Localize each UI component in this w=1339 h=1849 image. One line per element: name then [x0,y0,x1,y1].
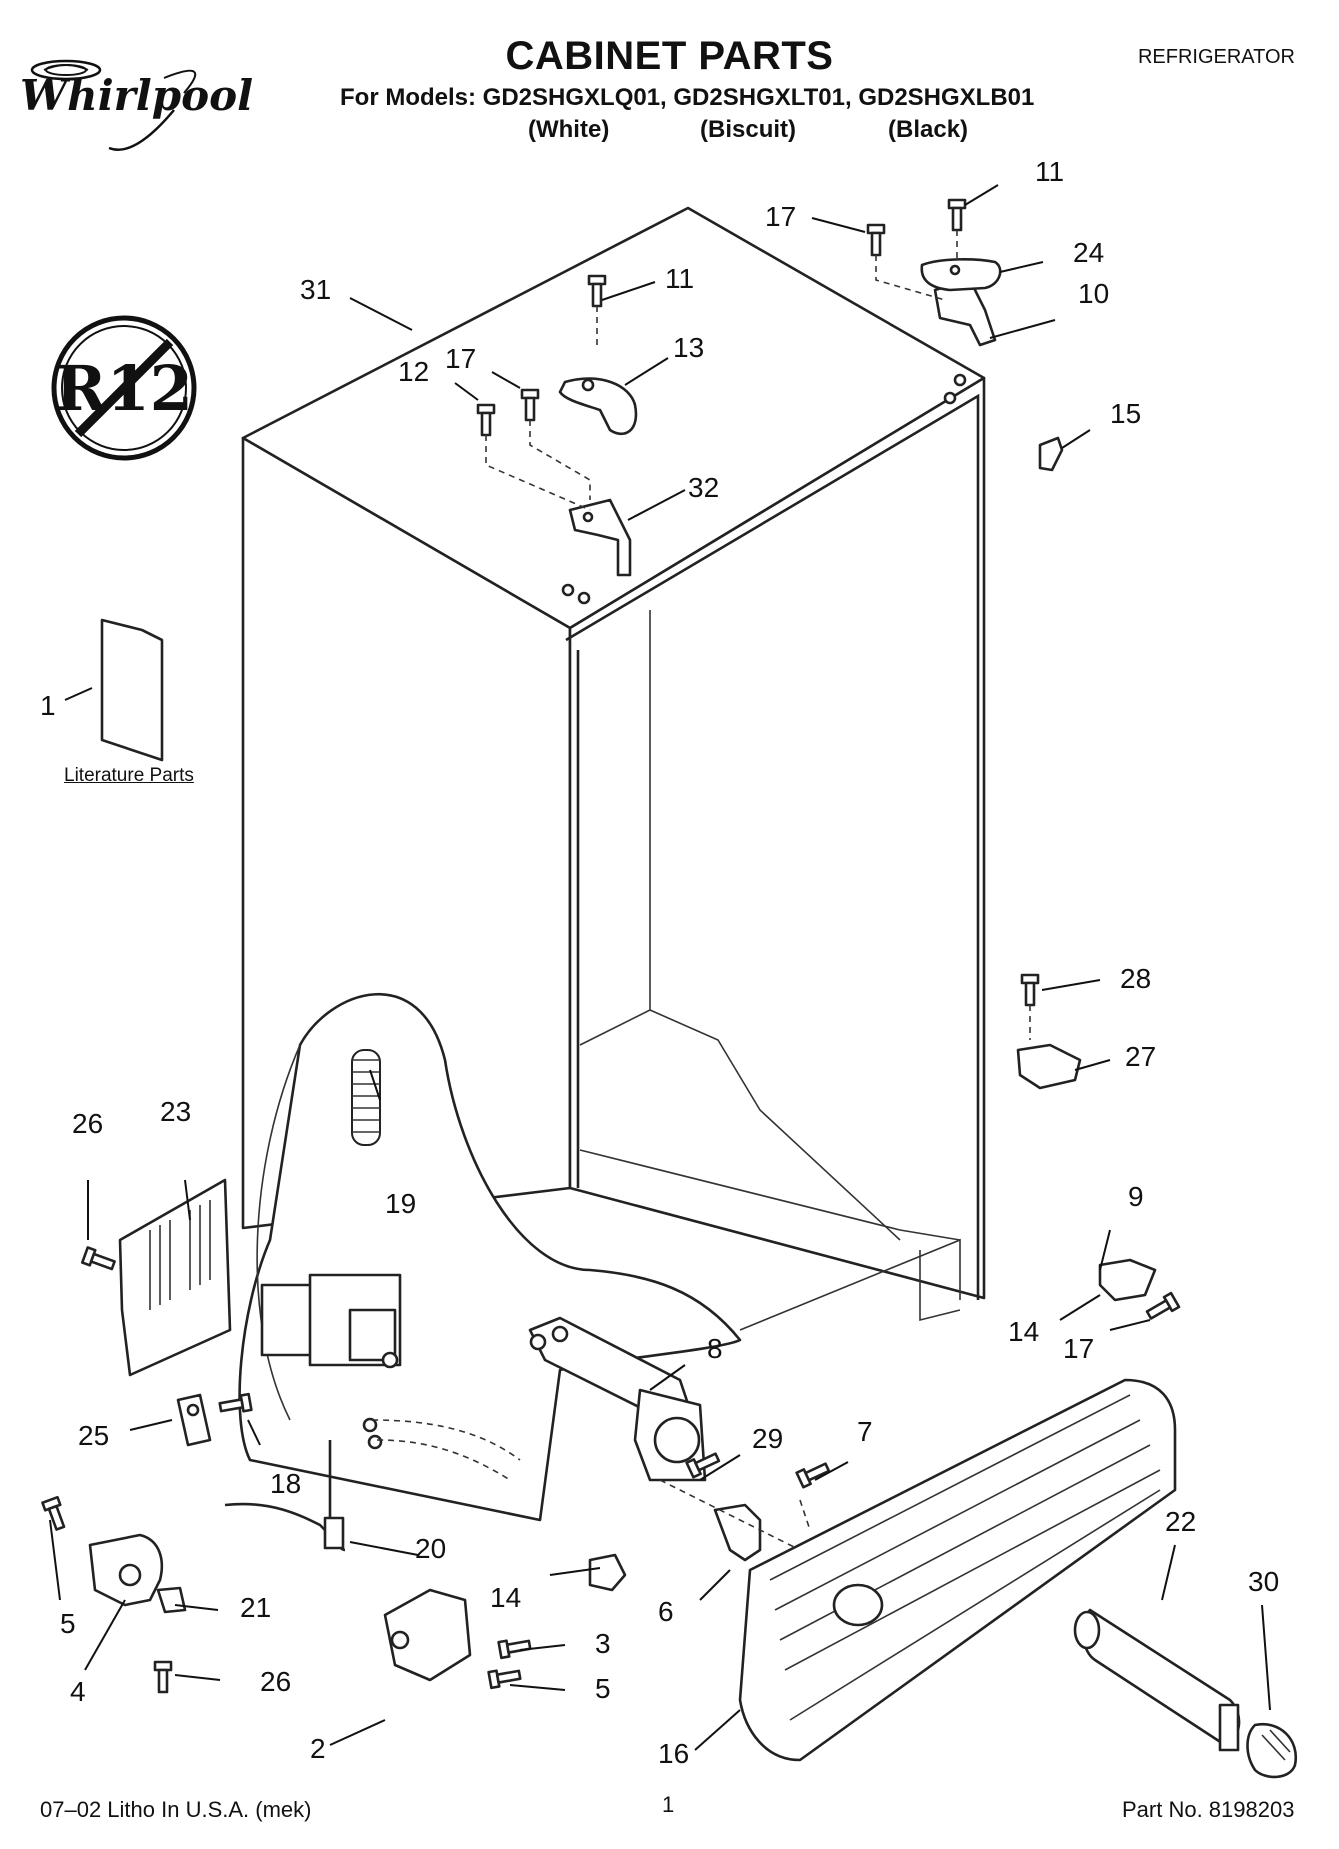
callout-30: 30 [1248,1566,1280,1597]
callout-25: 25 [78,1420,110,1451]
callout-19: 19 [385,1188,417,1219]
clip-6-icon [659,1452,831,1562]
variant-biscuit: (Biscuit) [700,116,796,143]
callout-4: 4 [70,1676,86,1707]
valve-assembly-icon [260,1273,521,1481]
callout-14-bottom: 14 [490,1582,522,1613]
drain-spring-icon [351,1049,381,1146]
fan-housing-icon [528,1316,707,1482]
callout-29: 29 [752,1423,784,1454]
callout-20: 20 [415,1533,447,1564]
callout-21: 21 [240,1592,272,1623]
bottom-hinge-right-icon [383,1588,532,1690]
callout-17-bottom: 17 [1063,1333,1095,1364]
callout-11-left: 11 [665,263,695,294]
page-number: 1 [662,1792,675,1817]
callout-31: 31 [300,274,332,305]
part-number: Part No. 8198203 [1122,1797,1295,1822]
callout-11-right: 11 [1035,156,1065,187]
top-hinge-right-icon [933,278,997,405]
page-title: CABINET PARTS [505,34,834,78]
category-label: REFRIGERATOR [1137,46,1295,68]
print-info: 07–02 Litho In U.S.A. (mek) [40,1797,312,1822]
callout-1: 1 [40,690,56,721]
grille-icon [738,1378,1177,1762]
callout-7: 7 [857,1416,873,1447]
literature-parts-label: Literature Parts [64,765,194,786]
variant-white: (White) [528,116,610,143]
callout-22: 22 [1165,1506,1197,1537]
model-list: For Models: GD2SHGXLQ01, GD2SHGXLT01, GD… [340,84,1035,111]
bracket-9-icon [1098,1258,1181,1320]
callout-13: 13 [673,332,705,363]
callout-2: 2 [310,1733,326,1764]
callout-14-right: 14 [1008,1316,1040,1347]
machine-compartment-cutaway [238,992,742,1522]
leader-arrows [49,184,1271,1751]
callout-17-right: 17 [765,201,797,232]
callout-6: 6 [658,1596,674,1627]
callout-9: 9 [1128,1181,1144,1212]
top-hinge-left-icon [561,498,632,605]
hinge-cover-right-icon [920,258,1002,292]
callout-12: 12 [398,356,430,387]
callout-8: 8 [707,1333,723,1364]
callout-23: 23 [160,1096,192,1127]
drain-tube-icon [224,1440,346,1552]
callout-32: 32 [688,472,720,503]
callout-28: 28 [1120,963,1152,994]
callout-15: 15 [1110,398,1142,429]
callout-18: 18 [270,1468,302,1499]
logo-wordmark: Whirlpool [20,71,253,120]
callout-5-right: 5 [595,1673,611,1704]
clip-25-icon [176,1392,253,1447]
callout-26-top: 26 [72,1108,104,1139]
whirlpool-logo: Whirlpool [14,48,264,158]
callout-10: 10 [1078,278,1110,309]
callout-27: 27 [1125,1041,1157,1072]
callout-17-left: 17 [445,343,477,374]
shim-icon [1038,436,1064,472]
filter-cap-icon [1246,1722,1298,1779]
literature-booklet-icon [100,618,164,762]
callout-3: 3 [595,1628,611,1659]
bracket-27-icon [1016,973,1082,1090]
support-14-icon [588,1553,627,1592]
callout-16: 16 [658,1738,690,1769]
access-cover-icon [80,1178,232,1377]
no-r12-badge: R12 [48,312,200,464]
callout-5-left: 5 [60,1608,76,1639]
bottom-hinge-left-icon [41,1495,187,1694]
callout-24: 24 [1073,237,1105,268]
screws-top-icon [476,198,967,511]
hinge-cover-left-icon [558,377,638,436]
water-filter-icon [1073,1608,1241,1752]
variant-black: (Black) [888,116,969,143]
callout-26-bottom: 26 [260,1666,292,1697]
